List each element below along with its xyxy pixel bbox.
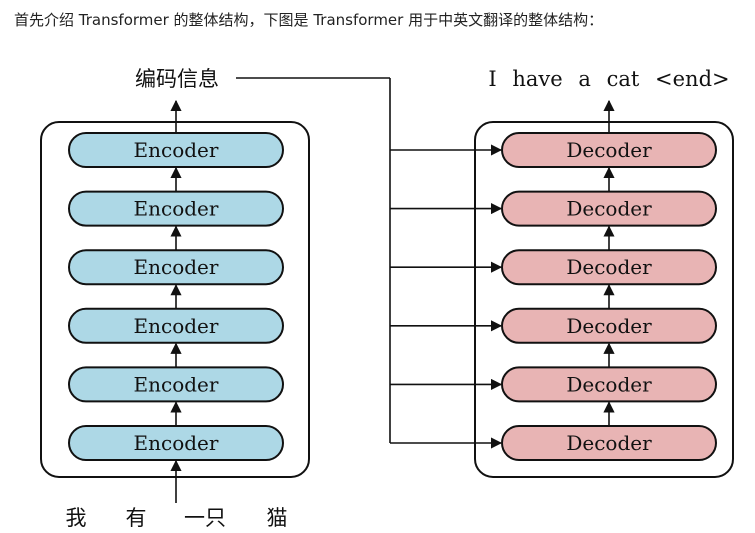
input-token: 猫 — [267, 506, 288, 530]
decoder-block-label: Decoder — [566, 138, 652, 162]
encoder-block-label: Encoder — [134, 255, 219, 279]
encoder-output-label: 编码信息 — [135, 67, 219, 91]
encoder-block-label: Encoder — [134, 138, 219, 162]
output-token: have — [512, 67, 562, 91]
encoder-stack-container — [40, 121, 310, 478]
decoder-block-label: Decoder — [566, 431, 652, 455]
encoder-block-label: Encoder — [134, 314, 219, 338]
output-token: <end> — [655, 67, 730, 91]
decoder-block-label: Decoder — [566, 372, 652, 396]
decoder-blocks: DecoderDecoderDecoderDecoderDecoderDecod… — [501, 99, 717, 461]
output-sentence: I have a cat <end> — [488, 67, 729, 91]
decoder-block-label: Decoder — [566, 314, 652, 338]
output-token: I — [488, 67, 496, 91]
encoder-block-label: Encoder — [134, 372, 219, 396]
intro-text: 首先介绍 Transformer 的整体结构，下图是 Transformer 用… — [14, 11, 604, 29]
encoder-decoder-connections — [390, 144, 503, 449]
decoder-block-label: Decoder — [566, 255, 652, 279]
decoder-stack-container — [474, 121, 734, 478]
input-token: 我 — [66, 506, 87, 530]
output-token: a — [578, 67, 591, 91]
encoder-block-label: Encoder — [134, 197, 219, 221]
input-token: 一只 — [184, 506, 226, 530]
decoder-block-label: Decoder — [566, 197, 652, 221]
output-token: cat — [607, 67, 640, 91]
encoder-block-label: Encoder — [134, 431, 219, 455]
encoder-blocks: EncoderEncoderEncoderEncoderEncoderEncod… — [68, 99, 284, 503]
input-token: 有 — [126, 506, 147, 530]
